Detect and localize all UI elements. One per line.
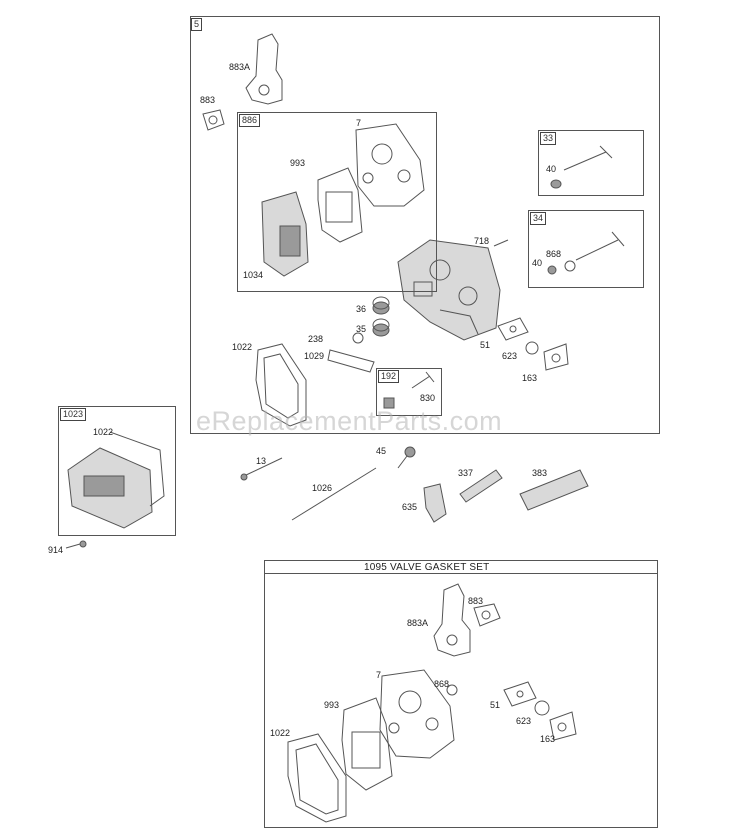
set-label-51: 51 — [490, 700, 501, 710]
group-box-5 — [190, 16, 660, 434]
set-1022-gasket — [287, 733, 347, 823]
part-914-screw — [65, 543, 81, 549]
label-1026: 1026 — [312, 483, 333, 493]
part-36-spring — [372, 296, 390, 315]
group-box-1095 — [264, 560, 658, 828]
part-623-gasket — [525, 341, 539, 355]
label-7: 7 — [356, 118, 362, 128]
label-383: 383 — [532, 468, 548, 478]
label-1022-cover: 1022 — [93, 427, 114, 437]
set-868-seal — [446, 684, 458, 696]
group-title-1095: 1095 VALVE GASKET SET — [364, 562, 490, 573]
label-1022: 1022 — [232, 342, 253, 352]
label-883A: 883A — [229, 62, 251, 72]
part-33-valve — [563, 145, 613, 171]
set-label-623: 623 — [516, 716, 532, 726]
group-box-1023 — [58, 406, 176, 536]
set-label-7: 7 — [376, 670, 382, 680]
part-993-gasket — [317, 167, 363, 243]
group-box-33 — [538, 130, 644, 196]
group-tag-33: 33 — [540, 132, 557, 145]
label-40-b: 40 — [532, 258, 543, 268]
group-tag-1023: 1023 — [60, 408, 87, 421]
group-tag-5: 5 — [191, 18, 203, 31]
part-51-gasket — [497, 317, 529, 341]
part-883-gasket — [202, 109, 225, 131]
group-tag-34: 34 — [530, 212, 547, 225]
part-7-head-gasket — [355, 123, 425, 207]
group-tag-192: 192 — [378, 370, 400, 383]
label-993: 993 — [290, 158, 306, 168]
part-cylinder-head — [397, 239, 501, 341]
label-914: 914 — [48, 545, 64, 555]
part-830-tube — [411, 371, 435, 389]
set-label-868: 868 — [434, 679, 450, 689]
part-238-cap — [352, 332, 364, 344]
part-635-boot — [423, 483, 447, 523]
part-883A-gasket — [245, 33, 283, 105]
label-830: 830 — [420, 393, 436, 403]
part-718-pin — [493, 239, 509, 247]
set-label-163: 163 — [540, 734, 556, 744]
set-993-gasket — [341, 697, 393, 791]
part-35-spring — [372, 318, 390, 337]
label-45: 45 — [376, 446, 387, 456]
set-623-gasket — [534, 700, 550, 716]
set-883-gasket — [473, 603, 501, 627]
part-13-bolt — [243, 457, 283, 477]
group-box-192 — [376, 368, 442, 416]
set-883A-gasket — [433, 583, 471, 657]
label-35: 35 — [356, 324, 367, 334]
set-label-1022: 1022 — [270, 728, 291, 738]
label-1029: 1029 — [304, 351, 325, 361]
part-1022-gasket — [255, 343, 307, 427]
label-238: 238 — [308, 334, 324, 344]
label-163: 163 — [522, 373, 538, 383]
label-337: 337 — [458, 468, 474, 478]
set-label-883A: 883A — [407, 618, 429, 628]
set-51-gasket — [503, 681, 537, 707]
label-718: 718 — [474, 236, 490, 246]
group-box-886 — [237, 112, 437, 292]
label-40-a: 40 — [546, 164, 557, 174]
label-868: 868 — [546, 249, 562, 259]
label-1034: 1034 — [243, 270, 264, 280]
label-13: 13 — [256, 456, 267, 466]
label-635: 635 — [402, 502, 418, 512]
set-label-993: 993 — [324, 700, 340, 710]
label-623: 623 — [502, 351, 518, 361]
part-163-gasket — [543, 343, 569, 371]
group-box-1095-title-bar — [264, 560, 658, 574]
part-1026-rod — [291, 467, 377, 521]
part-34-valve — [575, 231, 625, 261]
set-163-gasket — [549, 711, 577, 741]
label-36: 36 — [356, 304, 367, 314]
set-label-883: 883 — [468, 596, 484, 606]
part-1023-cover — [67, 431, 165, 529]
group-tag-886: 886 — [239, 114, 261, 127]
label-883: 883 — [200, 95, 216, 105]
set-7-head-gasket — [379, 669, 455, 759]
part-337-plug — [459, 469, 503, 503]
part-383-cylinder — [519, 469, 589, 511]
label-51: 51 — [480, 340, 491, 350]
watermark: eReplacementParts.com — [196, 406, 503, 436]
part-1029-bracket — [327, 349, 375, 373]
group-box-34 — [528, 210, 644, 288]
